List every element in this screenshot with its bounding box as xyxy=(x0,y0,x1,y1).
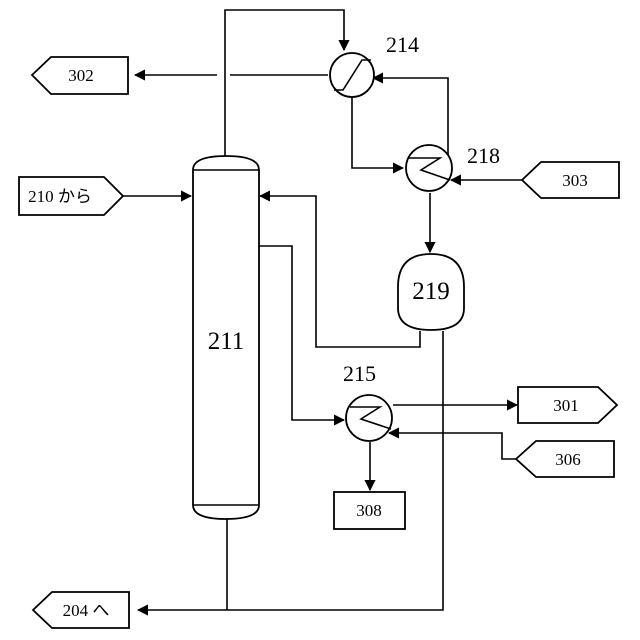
reflux-line xyxy=(260,196,420,347)
exchanger-218-label: 218 xyxy=(467,143,500,168)
connector-303[interactable]: 303 xyxy=(522,162,619,198)
connector-302[interactable]: 302 xyxy=(32,57,128,94)
drum-219[interactable]: 219 xyxy=(398,254,464,330)
connector-204-to[interactable]: 204 へ xyxy=(33,592,129,628)
overhead-vapor-line xyxy=(225,10,344,160)
drum-bottom-line xyxy=(138,331,443,610)
exchanger-215-label: 215 xyxy=(343,361,376,386)
connector-301[interactable]: 301 xyxy=(518,387,617,423)
line-306-to-215 xyxy=(389,433,516,459)
exchanger-218[interactable]: 218 xyxy=(406,143,500,191)
line-218-to-214 xyxy=(373,78,448,155)
line-214-to-218 xyxy=(352,96,403,168)
connector-303-label: 303 xyxy=(562,171,588,190)
connector-301-label: 301 xyxy=(553,396,579,415)
drum-219-label: 219 xyxy=(412,278,450,305)
exchanger-215[interactable]: 215 xyxy=(343,361,392,441)
connector-306[interactable]: 306 xyxy=(516,441,614,477)
connector-204-label: 204 へ xyxy=(63,601,110,620)
connector-210-label: 210 から xyxy=(28,187,92,206)
connector-302-label: 302 xyxy=(68,66,94,85)
connector-308[interactable]: 308 xyxy=(334,492,405,529)
condenser-214-label: 214 xyxy=(386,32,419,57)
connector-306-label: 306 xyxy=(555,450,581,469)
connector-210-from[interactable]: 210 から xyxy=(19,177,123,215)
side-draw-line xyxy=(259,246,344,420)
connector-308-label: 308 xyxy=(356,501,382,520)
column-label: 211 xyxy=(208,328,245,355)
column-211[interactable]: 211 xyxy=(193,156,259,519)
